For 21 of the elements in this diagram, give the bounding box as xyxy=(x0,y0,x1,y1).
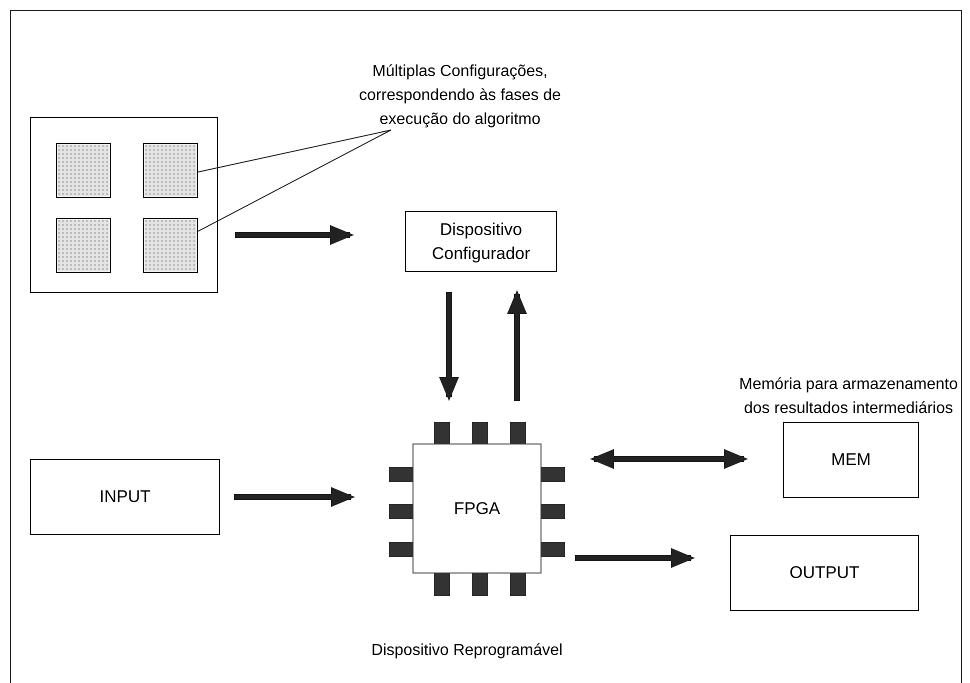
leader-line xyxy=(196,130,392,232)
leader-line xyxy=(196,130,392,173)
arrow xyxy=(234,487,355,507)
dotted-square xyxy=(56,218,111,273)
box-label: MEM xyxy=(831,449,871,472)
process-box: INPUT xyxy=(30,459,220,535)
dotted-square xyxy=(143,218,198,273)
caption-text: Dispositivo Reprogramável xyxy=(370,641,564,661)
memory-heading: Memória para armazenamento dos resultados intermediários xyxy=(739,375,958,419)
annotation-text: Múltiplas Configurações, correspondendo às fases de execução do algoritmo xyxy=(358,62,562,130)
chip-label: FPGA xyxy=(452,498,502,520)
arrow xyxy=(235,225,354,245)
dotted-square xyxy=(143,143,198,198)
arrow xyxy=(507,290,527,401)
arrow xyxy=(439,292,459,401)
arrow xyxy=(575,548,695,568)
process-box: Dispositivo Configurador xyxy=(405,211,557,272)
arrow xyxy=(590,449,748,469)
configuration-panel xyxy=(30,117,218,293)
process-box: OUTPUT xyxy=(730,535,919,611)
dotted-square xyxy=(56,143,111,198)
